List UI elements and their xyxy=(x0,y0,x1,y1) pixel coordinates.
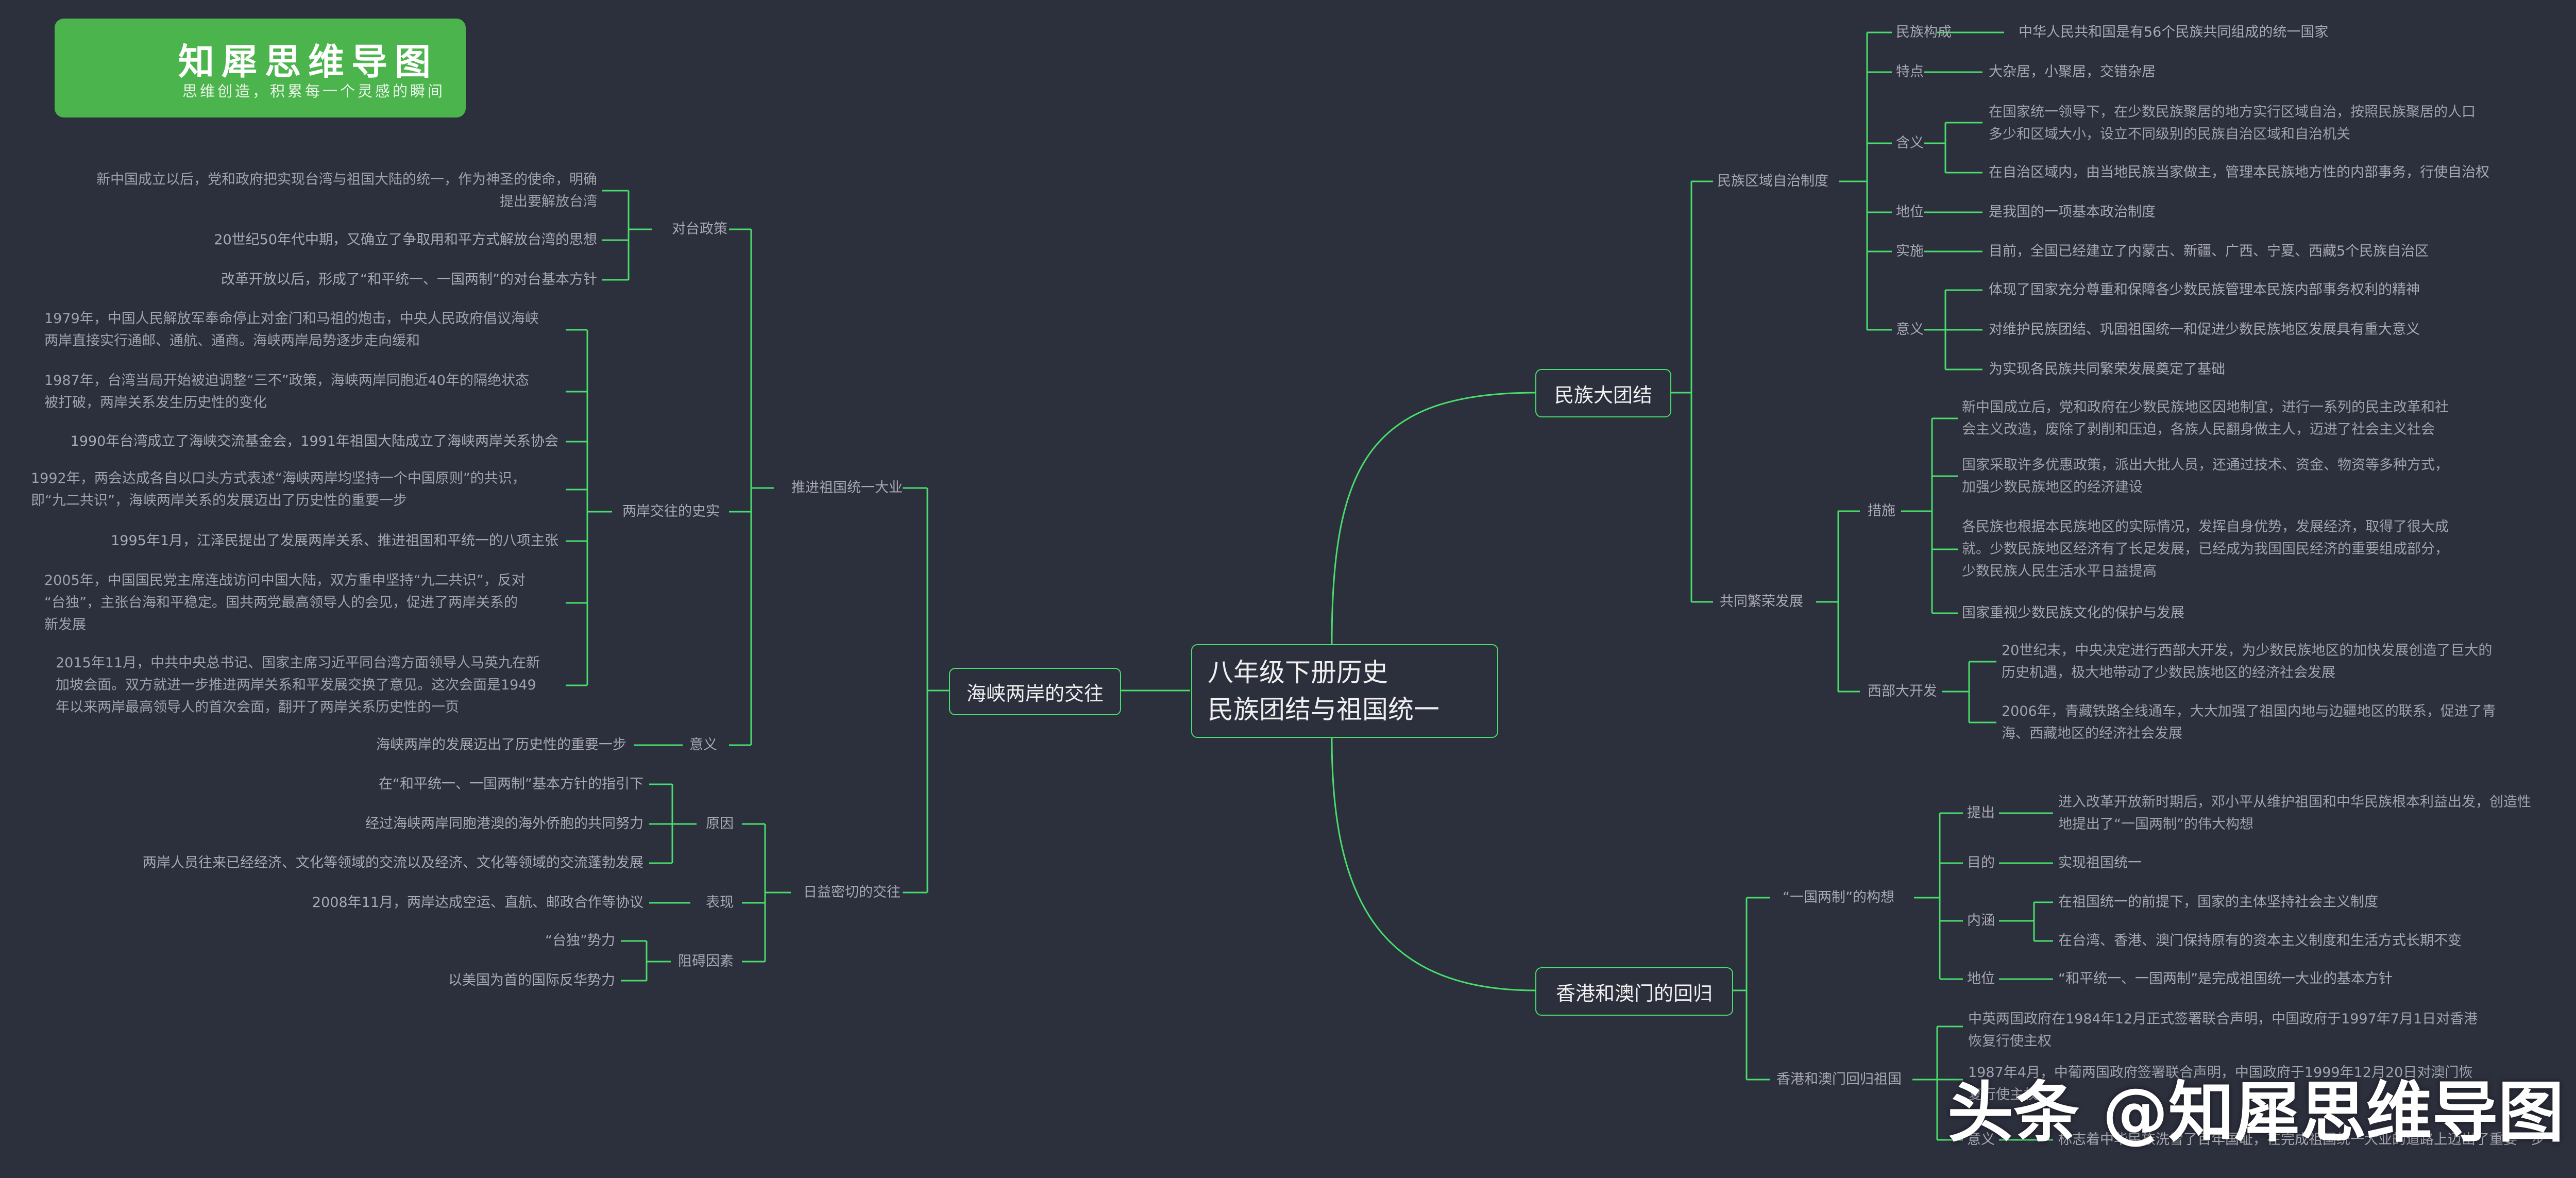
branch-hkmo[interactable]: 香港和澳门的回归 xyxy=(1535,967,1733,1016)
node-autonomy[interactable]: 民族区域自治制度 xyxy=(1717,173,1828,189)
link-root-unity xyxy=(1331,392,1536,645)
node-content[interactable]: 内涵 xyxy=(1967,913,1995,929)
node-return[interactable]: 香港和澳门回归祖国 xyxy=(1776,1071,1902,1087)
leaf-implement: 目前，全国已经建立了内蒙古、新疆、广西、宁夏、西藏5个民族自治区 xyxy=(1989,243,2429,259)
leaf-show: 2008年11月，两岸达成空运、直航、邮政合作等协议 xyxy=(312,895,643,911)
leaf-policy-3: 改革开放以后，形成了“和平统一、一国两制”的对台基本方针 xyxy=(221,272,597,288)
leaf-return-2: 1987年4月，中葡两国政府签署联合声明，中国政府于1999年12月20日对澳门… xyxy=(1968,1065,2473,1103)
leaf-reason-1: 在“和平统一、一国两制”基本方针的指引下 xyxy=(379,776,643,792)
leaf-content-1: 在祖国统一的前提下，国家的主体坚持社会主义制度 xyxy=(2058,894,2378,910)
leaf-measure-2: 国家采取许多优惠政策，派出大批人员，还通过技术、资金、物资等多种方式，加强少数民… xyxy=(1962,457,2449,495)
brand-logo: 知犀思维导图 思维创造，积累每一个灵感的瞬间 xyxy=(55,19,466,117)
leaf-meaning-1: 在国家统一领导下，在少数民族聚居的地方实行区域自治，按照民族聚居的人口多少和区域… xyxy=(1989,104,2476,142)
leaf-history-2: 1987年，台湾当局开始被迫调整“三不”政策，海峡两岸同胞近40年的隔绝状态被打… xyxy=(44,373,530,411)
logo-title: 知犀思维导图 xyxy=(178,41,438,83)
leaf-significance-3: 为实现各民族共同繁荣发展奠定了基础 xyxy=(1989,361,2225,377)
leaf-obstacle-2: 以美国为首的国际反华势力 xyxy=(448,972,615,988)
node-goal[interactable]: 目的 xyxy=(1967,855,1995,871)
leaf-strait-sig: 海峡两岸的发展迈出了历史性的重要一步 xyxy=(376,737,626,753)
leaf-west-1: 20世纪末，中央决定进行西部大开发，为少数民族地区的加快发展创造了巨大的历史机遇… xyxy=(2002,643,2493,681)
root-title-line1: 八年级下册历史 xyxy=(1208,658,1388,687)
node-measures[interactable]: 措施 xyxy=(1868,503,1895,519)
leaf-reason-2: 经过海峡两岸同胞港澳的海外侨胞的共同努力 xyxy=(365,816,643,832)
node-strait-sig[interactable]: 意义 xyxy=(689,737,717,753)
leaf-history-7: 2015年11月，中共中央总书记、国家主席习近平同台湾方面领导人马英九在新加坡会… xyxy=(56,655,540,715)
leaf-return-1: 中英两国政府在1984年12月正式签署联合声明，中国政府于1997年7月1日对香… xyxy=(1968,1011,2478,1049)
leaf-significance-1: 体现了国家充分尊重和保障各少数民族管理本民族内部事务权利的精神 xyxy=(1989,282,2420,298)
node-significance[interactable]: 意义 xyxy=(1896,322,1924,338)
watermark: 头条 @知犀思维导图 xyxy=(1947,1074,2564,1151)
leaf-meaning-2: 在自治区域内，由当地民族当家做主，管理本民族地方性的内部事务，行使自治权 xyxy=(1989,164,2489,180)
node-advance[interactable]: 推进祖国统一大业 xyxy=(791,480,903,496)
leaf-status: 是我国的一项基本政治制度 xyxy=(1989,204,2156,220)
leaf-significance-2: 对维护民族团结、巩固祖国统一和促进少数民族地区发展具有重大意义 xyxy=(1989,322,2420,338)
leaf-west-2: 2006年，青藏铁路全线通车，大大加强了祖国内地与边疆地区的联系，促进了青海、西… xyxy=(2002,703,2496,742)
node-reason[interactable]: 原因 xyxy=(706,816,734,832)
node-obstacle[interactable]: 阻碍因素 xyxy=(678,953,734,969)
node-features[interactable]: 特点 xyxy=(1896,64,1924,80)
node-propose[interactable]: 提出 xyxy=(1967,805,1995,821)
leaf-measure-1: 新中国成立后，党和政府在少数民族地区因地制宜，进行一系列的民主改革和社会主义改造… xyxy=(1962,399,2449,437)
leaf-obstacle-1: “台独”势力 xyxy=(545,933,615,949)
leaf-history-5: 1995年1月，江泽民提出了发展两岸关系、推进祖国和平统一的八项主张 xyxy=(111,533,558,549)
node-status[interactable]: 地位 xyxy=(1896,204,1924,220)
node-west[interactable]: 西部大开发 xyxy=(1868,683,1937,699)
node-hk-status[interactable]: 地位 xyxy=(1967,971,1995,987)
node-history[interactable]: 两岸交往的史实 xyxy=(622,503,720,519)
leaf-measure-3: 各民族也根据本民族地区的实际情况，发挥自身优势，发展经济，取得了很大成就。少数民… xyxy=(1962,519,2449,579)
node-close[interactable]: 日益密切的交往 xyxy=(803,884,901,900)
branch-strait[interactable]: 海峡两岸的交往 xyxy=(949,668,1121,715)
node-policy[interactable]: 对台政策 xyxy=(672,221,727,237)
root-node[interactable]: 八年级下册历史 民族团结与祖国统一 xyxy=(1191,644,1498,738)
node-implement[interactable]: 实施 xyxy=(1896,243,1924,259)
leaf-propose: 进入改革开放新时期后，邓小平从维护祖国和中华民族根本利益出发，创造性地提出了“一… xyxy=(2058,794,2531,832)
leaf-goal: 实现祖国统一 xyxy=(2058,855,2142,871)
leaf-content-2: 在台湾、香港、澳门保持原有的资本主义制度和生活方式长期不变 xyxy=(2058,933,2462,949)
root-title-line2: 民族团结与祖国统一 xyxy=(1208,695,1439,725)
leaf-measure-4: 国家重视少数民族文化的保护与发展 xyxy=(1962,605,2184,621)
leaf-hk-status: “和平统一、一国两制”是完成祖国统一大业的基本方针 xyxy=(2058,971,2393,987)
leaf-history-6: 2005年，中国国民党主席连战访问中国大陆，双方重申坚持“九二共识”，反对“台独… xyxy=(44,573,526,633)
node-composition[interactable]: 民族构成 xyxy=(1896,24,1952,40)
leaf-history-4: 1992年，两会达成各自以口头方式表述“海峡两岸均坚持一个中国原则”的共识，即“… xyxy=(31,470,526,509)
leaf-reason-3: 两岸人员往来已经经济、文化等领域的交流以及经济、文化等领域的交流蓬勃发展 xyxy=(143,855,643,871)
node-prosperity[interactable]: 共同繁荣发展 xyxy=(1720,594,1803,610)
link-root-hkmo xyxy=(1331,736,1536,991)
leaf-return-sig: 标志着中华民族洗雪了百年国耻，在完成祖国统一大业的道路上迈出了重要一步 xyxy=(2058,1132,2545,1148)
node-return-sig[interactable]: 意义 xyxy=(1967,1132,1995,1148)
leaf-history-1: 1979年，中国人民解放军奉命停止对金门和马祖的炮击，中央人民政府倡议海峡两岸直… xyxy=(44,311,539,349)
leaf-composition: 中华人民共和国是有56个民族共同组成的统一国家 xyxy=(2019,24,2329,40)
logo-slogan: 思维创造，积累每一个灵感的瞬间 xyxy=(182,82,446,100)
node-concept[interactable]: “一国两制”的构想 xyxy=(1783,889,1894,905)
leaf-history-3: 1990年台湾成立了海峡交流基金会，1991年祖国大陆成立了海峡两岸关系协会 xyxy=(70,433,558,449)
leaf-policy-1: 新中国成立以后，党和政府把实现台湾与祖国大陆的统一，作为神圣的使命，明确提出要解… xyxy=(96,172,597,210)
leaf-policy-2: 20世纪50年代中期，又确立了争取用和平方式解放台湾的思想 xyxy=(214,232,597,248)
branch-unity[interactable]: 民族大团结 xyxy=(1535,369,1671,417)
node-meaning[interactable]: 含义 xyxy=(1896,135,1924,151)
node-show[interactable]: 表现 xyxy=(706,895,734,911)
leaf-features: 大杂居，小聚居，交错杂居 xyxy=(1989,64,2156,80)
